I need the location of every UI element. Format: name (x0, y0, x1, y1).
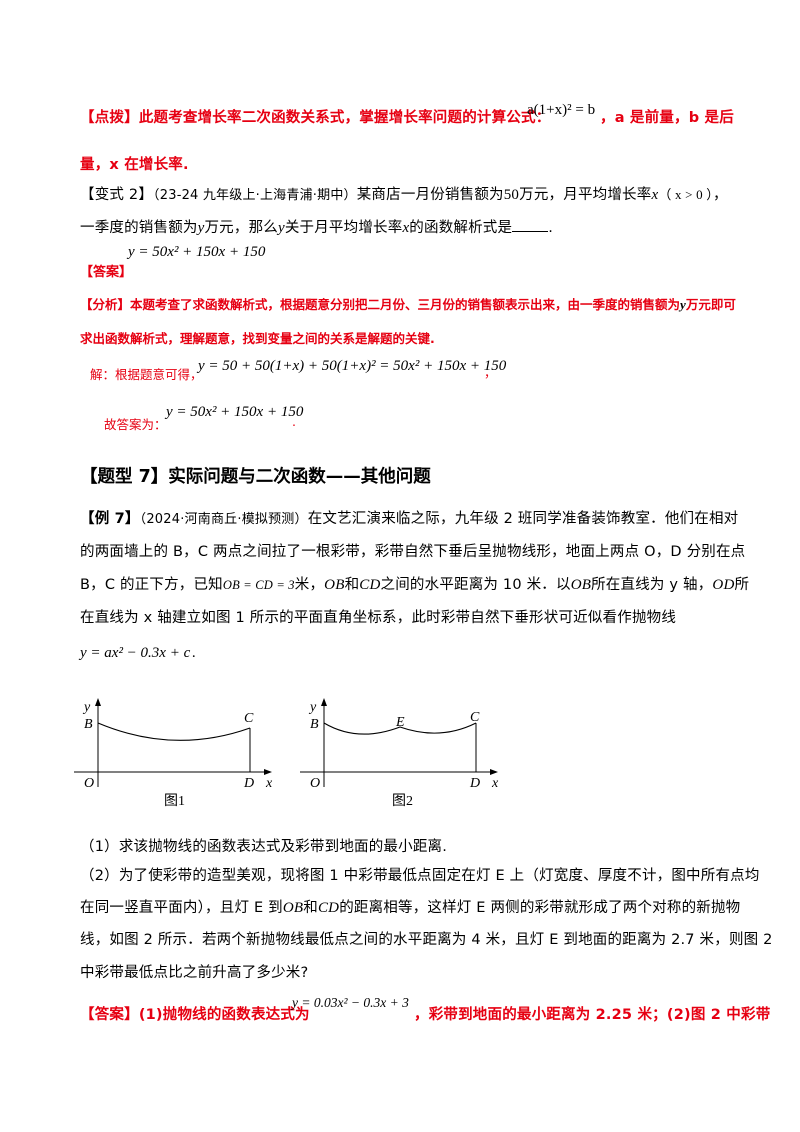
variant-var-x-2: x (402, 220, 410, 236)
analysis-text1: 本题考查了求函数解析式，根据题意分别把二月份、三月份的销售额表示出来，由一季度的… (130, 297, 681, 312)
fig1-label-d: D (243, 776, 254, 791)
example-line3b: 米， (294, 577, 325, 593)
example-line-2: 的两面墙上的 B，C 两点之间拉了一根彩带，彩带自然下垂后呈抛物线形，地面上两点… (80, 544, 746, 560)
fig2-label-x: x (491, 776, 499, 791)
example-line3c: OB (324, 577, 345, 593)
fig2-caption: 图2 (392, 794, 413, 807)
example-line3k: 所 (734, 577, 750, 593)
example-line-4: 在直线为 x 轴建立如图 1 所示的平面直角坐标系，此时彩带自然下垂形状可近似看… (80, 610, 677, 626)
fig2-label-o: O (310, 776, 320, 791)
variant-var-y-2: y (277, 220, 285, 236)
answer2-formula: y = 0.03x² − 0.3x + 3 (292, 995, 409, 1010)
tip-line-1: 【点拨】此题考查增长率二次函数关系式，掌握增长率问题的计算公式： (80, 106, 550, 127)
variant-line2b: 万元，那么 (204, 220, 278, 236)
solution-formula: y = 50 + 50(1+x) + 50(1+x)² = 50x² + 150… (198, 358, 507, 374)
fig1-label-c: C (244, 711, 254, 726)
fig1-ribbon-curve (97, 722, 251, 741)
solution-tail2: . (292, 414, 296, 429)
analysis-line-2: 求出函数解析式，理解题意，找到变量之间的关系是解题的关键. (80, 331, 435, 346)
example-line3d: 和 (344, 577, 360, 593)
question-2-line-2: 在同一竖直平面内），且灯 E 到OB和CD的距离相等，这样灯 E 两侧的彩带就形… (80, 896, 740, 917)
answer-blank (512, 219, 549, 232)
fig2-x-arrow (490, 769, 498, 775)
example-line3e: CD (359, 577, 381, 593)
tip-text: 此题考查增长率二次函数关系式，掌握增长率问题的计算公式： (138, 110, 551, 126)
section-title: 【题型 7】实际问题与二次函数——其他问题 (80, 467, 431, 487)
answer2-tag: 【答案】 (80, 1007, 139, 1023)
variant-line2a: 一季度的销售额为 (80, 220, 198, 236)
analysis-text2: 万元即可 (685, 297, 736, 312)
example-formula-text: y = ax² − 0.3x + c (80, 645, 191, 661)
fig2-label-b: B (310, 717, 319, 732)
answer2-line-1: 【答案】(1)抛物线的函数表达式为 (80, 1003, 310, 1024)
variant-var-y: y (197, 220, 205, 236)
variant-line2d: 的函数解析式是 (409, 220, 513, 236)
fig1-label-y: y (82, 700, 91, 715)
variant-text1: 某商店一月份销售额为 (356, 187, 504, 203)
fig2-label-y: y (308, 700, 317, 715)
q2-l2b: OB (282, 900, 304, 916)
question-2-line-4: 中彩带最低点比之前升高了多少米? (80, 965, 309, 981)
variant-tag: 【变式 2】 (80, 187, 154, 203)
example-line-1: 【例 7】（2024·河南商丘·模拟预测）在文艺汇演来临之际，九年级 2 班同学… (80, 507, 738, 528)
tip-tail: ，a 是前量，b 是后 (600, 110, 734, 126)
variant-text2: 万元，月平均增长率 (519, 187, 652, 203)
fig1-label-b: B (84, 717, 93, 732)
example-line3g: 之间的水平距离为 10 米．以 (380, 577, 571, 593)
variant-cond: （ x > 0 ） (658, 187, 713, 202)
variant-tail1: ， (712, 187, 728, 203)
fig1-caption: 图1 (164, 794, 185, 807)
question-2-line-1: （2）为了使彩带的造型美观，现将图 1 中彩带最低点固定在灯 E 上（灯宽度、厚… (80, 868, 760, 884)
variant-source: （23-24 九年级上·上海青浦·期中） (153, 188, 357, 203)
example-line3a: B，C 的正下方，已知 (80, 577, 223, 593)
fig2-label-d: D (469, 776, 480, 791)
fig2-y-arrow (321, 698, 327, 706)
solution-formula2: y = 50x² + 150x + 150 (166, 404, 304, 420)
figure-1: y B C O D x 图1 (74, 698, 273, 807)
analysis-tag: 【分析】 (80, 297, 131, 312)
solution-tail: ， (484, 365, 497, 380)
fig2-label-c: C (470, 710, 480, 725)
figure-2: y B E C O D x 图2 (300, 698, 499, 807)
q2-l2e: 的距离相等，这样灯 E 两侧的彩带就形成了两个对称的新抛物 (339, 900, 741, 916)
answer2-text2: ，彩带到地面的最小距离为 2.25 米；(2)图 2 中彩带 (414, 1007, 771, 1023)
q2-l2d: CD (317, 900, 340, 916)
example-source: （2024·河南商丘·模拟预测） (139, 512, 308, 527)
variant-line2e: . (548, 220, 554, 236)
analysis-line-1: 【分析】本题考查了求函数解析式，根据题意分别把二月份、三月份的销售额表示出来，由… (80, 294, 736, 313)
variant-line2c: 关于月平均增长率 (284, 220, 403, 236)
answer2-text1: (1)抛物线的函数表达式为 (138, 1007, 310, 1023)
fig1-label-x: x (265, 776, 273, 791)
variant-num: 50 (503, 187, 520, 203)
fig2-ribbon-curve (323, 722, 477, 735)
example-line-3: B，C 的正下方，已知OB = CD = 3米，OB和CD之间的水平距离为 10… (80, 573, 749, 594)
example-line3f: OB = CD = 3 (222, 578, 295, 592)
example-line3j: OD (712, 577, 735, 593)
fig1-label-o: O (84, 776, 94, 791)
q2-l2a: 在同一竖直平面内），且灯 E 到 (80, 900, 283, 916)
answer1-formula: y = 50x² + 150x + 150 (128, 244, 266, 260)
tip-formula: a(1+x)² = b (527, 102, 596, 118)
analysis-var-y: y (680, 297, 686, 312)
example-line3h: OB (570, 577, 592, 593)
example-formula-tail: . (192, 645, 196, 661)
fig1-x-arrow (264, 769, 272, 775)
tip-line-2: 量，x 在增长率. (80, 157, 189, 173)
q2-l2c: 和 (303, 900, 318, 916)
variant-var-x: x (651, 187, 659, 203)
fig1-y-arrow (95, 698, 101, 706)
question-1: （1）求该抛物线的函数表达式及彩带到地面的最小距离. (80, 839, 448, 855)
example-tag: 【例 7】 (80, 511, 140, 527)
solution-label: 解：根据题意可得， (90, 367, 203, 382)
tip-tag: 【点拨】 (80, 110, 139, 126)
answer1-tag: 【答案】 (80, 265, 133, 280)
question-2-line-3: 线，如图 2 所示．若两个新抛物线最低点之间的水平距离为 4 米，且灯 E 到地… (80, 932, 773, 948)
solution-label2: 故答案为： (104, 417, 167, 432)
example-line1-text: 在文艺汇演来临之际，九年级 2 班同学准备装饰教室．他们在相对 (307, 511, 739, 527)
variant-line-1: 【变式 2】（23-24 九年级上·上海青浦·期中）某商店一月份销售额为50万元… (80, 183, 728, 204)
variant-line-2: 一季度的销售额为y万元，那么y关于月平均增长率x的函数解析式是. (80, 216, 553, 237)
example-line3i: 所在直线为 y 轴， (591, 577, 713, 593)
example-formula: y = ax² − 0.3x + c. (80, 645, 196, 662)
fig2-label-e: E (395, 715, 405, 730)
